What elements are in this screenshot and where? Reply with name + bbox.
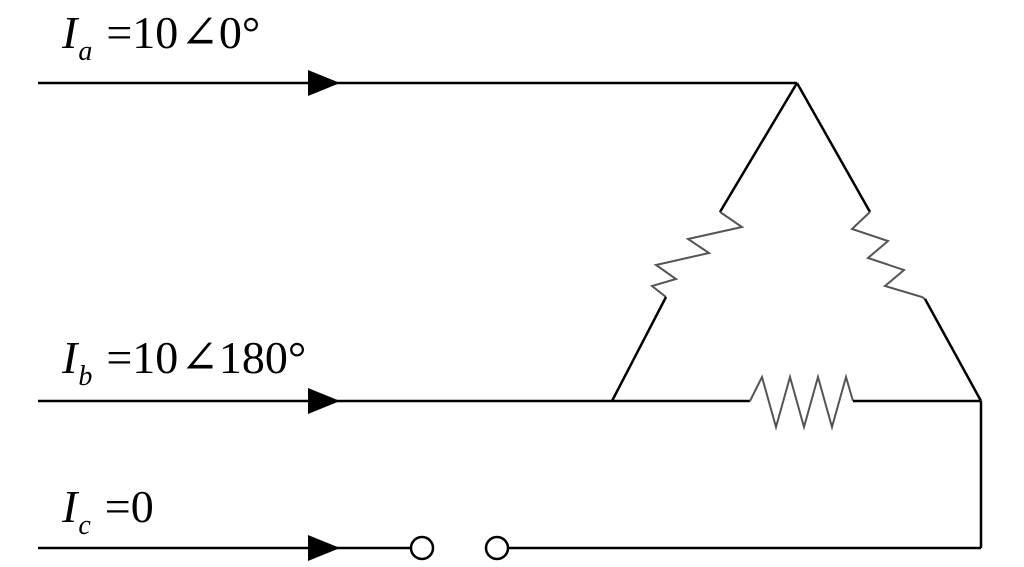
current-magnitude: 10 xyxy=(132,7,179,58)
open-terminal-icon xyxy=(484,535,510,561)
equals-sign: = xyxy=(106,7,133,58)
resistor-icon xyxy=(850,211,926,300)
angle-sign: ∠ xyxy=(180,7,219,58)
current-magnitude: 0 xyxy=(130,481,154,532)
current-angle: 180° xyxy=(218,332,307,383)
angle-sign: ∠ xyxy=(180,332,219,383)
current-subscript: c xyxy=(78,510,91,541)
equals-sign: = xyxy=(104,481,131,532)
open-terminal-icon xyxy=(409,535,435,561)
current-magnitude: 10 xyxy=(132,332,179,383)
current-subscript: a xyxy=(78,36,93,67)
resistor-icon xyxy=(749,373,854,431)
current-subscript: b xyxy=(78,361,93,392)
delta-left-lower xyxy=(610,296,668,402)
current-symbol: I xyxy=(62,332,78,383)
equals-sign: = xyxy=(106,332,133,383)
current-symbol: I xyxy=(62,481,78,532)
delta-right-lower xyxy=(923,298,983,402)
delta-left-upper xyxy=(718,82,799,213)
resistor-icon xyxy=(649,211,745,298)
delta-right-upper xyxy=(795,82,872,213)
current-label-c: Ic =0 xyxy=(62,481,154,540)
current-symbol: I xyxy=(62,7,78,58)
current-label-a: Ia =10∠0° xyxy=(62,7,261,66)
current-arrow-icon xyxy=(308,70,340,96)
current-angle: 0° xyxy=(218,7,261,58)
current-arrow-icon xyxy=(308,535,340,561)
current-label-b: Ib =10∠180° xyxy=(62,332,307,391)
current-arrow-icon xyxy=(308,388,340,414)
